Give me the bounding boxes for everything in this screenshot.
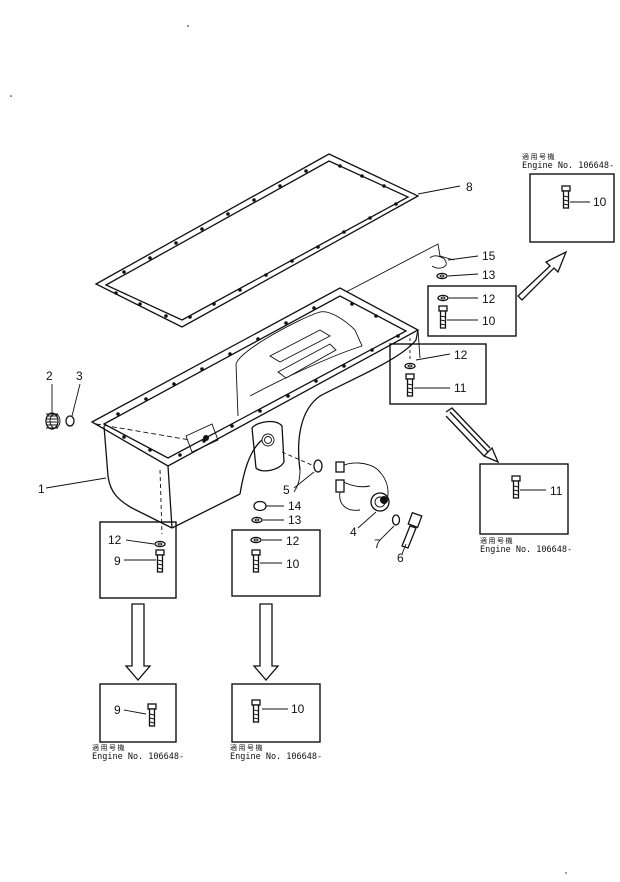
callout-13-left: 13: [288, 513, 302, 527]
leader-1: [45, 477, 107, 489]
clip-14: [253, 500, 267, 512]
leader-9-b: [123, 709, 147, 715]
callout-9-b: 9: [114, 703, 121, 717]
inset-bm-upper: [231, 529, 321, 597]
callout-10-a: 10: [482, 314, 496, 328]
leader-5: [293, 471, 315, 489]
callout-4: 4: [350, 525, 357, 539]
callout-7: 7: [374, 537, 381, 551]
caption-bl-kanji: 適用号機: [92, 743, 126, 752]
arrow-down-bl: [124, 603, 152, 681]
callout-6: 6: [397, 551, 404, 565]
callout-15: 15: [482, 249, 496, 263]
inset-bl-lower: [99, 683, 177, 743]
inset-right-mid: [427, 285, 517, 337]
callout-12-c: 12: [108, 533, 122, 547]
bolt-9-a: [155, 549, 165, 573]
oil-pan-gasket: [94, 153, 420, 328]
callout-12-d: 12: [286, 534, 300, 548]
leader-12-b: [415, 353, 451, 361]
bolt-10-a: [438, 305, 448, 329]
washer-7: [391, 514, 401, 526]
callout-2: 2: [46, 369, 53, 383]
o-ring-3: [65, 415, 75, 427]
caption-rb-engine: Engine No. 106648-: [480, 545, 572, 555]
arrow-to-rb: [445, 411, 500, 464]
callout-5: 5: [283, 483, 290, 497]
oil-pan: [90, 287, 420, 529]
dash-5: [281, 451, 315, 467]
bolt-10-tr: [561, 185, 571, 209]
caption-tr-kanji: 適用号機: [522, 152, 556, 161]
washer-12-b: [404, 362, 416, 370]
bracket-line: [345, 243, 455, 293]
inset-right-low: [389, 343, 487, 405]
callout-9-a: 9: [114, 554, 121, 568]
inset-bm-lower: [231, 683, 321, 743]
leader-13-right: [447, 273, 479, 277]
arrow-down-bm: [252, 603, 280, 681]
caption-tr-engine: Engine No. 106648-: [522, 161, 614, 171]
washer-12-d: [250, 536, 262, 544]
caption-bm-kanji: 適用号機: [230, 743, 264, 752]
leader-8: [417, 185, 461, 195]
callout-8: 8: [466, 180, 473, 194]
callout-11-a: 11: [454, 381, 467, 395]
washer-13: [251, 516, 263, 524]
bolt-10-c: [251, 699, 261, 723]
callout-3: 3: [76, 369, 83, 383]
arrow-to-rb-side: [445, 407, 491, 449]
bolt-10-b: [251, 549, 261, 573]
washer-13-right: [436, 272, 448, 280]
callout-10-c: 10: [291, 702, 305, 716]
callout-14: 14: [288, 499, 302, 513]
drain-plug-2: [45, 412, 61, 430]
bolt-6: [401, 511, 423, 549]
washer-12-c: [154, 540, 166, 548]
caption-bl-engine: Engine No. 106648-: [92, 752, 184, 762]
leader-15: [447, 255, 479, 261]
leader-12-c: [125, 539, 155, 545]
caption-bm-engine: Engine No. 106648-: [230, 752, 322, 762]
callout-1: 1: [38, 482, 45, 496]
inset-top-right: [529, 173, 615, 243]
leader-7: [379, 525, 395, 541]
dash-pan-bl: [159, 469, 163, 535]
callout-12-a: 12: [482, 292, 496, 306]
bolt-9-b: [147, 703, 157, 727]
bolt-11-rb: [511, 475, 521, 499]
callout-10-b: 10: [286, 557, 300, 571]
leader-4: [357, 511, 377, 529]
clip-15: [429, 255, 447, 269]
callout-12-b: 12: [454, 348, 468, 362]
leader-3: [71, 383, 81, 417]
callout-13-right: 13: [482, 268, 496, 282]
arrow-to-tr: [517, 250, 568, 301]
leader-6: [401, 543, 407, 555]
caption-rb-kanji: 適用号機: [480, 536, 514, 545]
o-ring-5: [313, 459, 323, 473]
inset-right-bottom: [479, 463, 569, 535]
inset-bl-upper: [99, 521, 177, 599]
callout-10-tr: 10: [593, 195, 607, 209]
callout-11-rb: 11: [550, 484, 563, 498]
bolt-11-a: [405, 373, 415, 397]
oil-level-sensor-4: [335, 461, 390, 512]
washer-12-a: [437, 294, 449, 302]
